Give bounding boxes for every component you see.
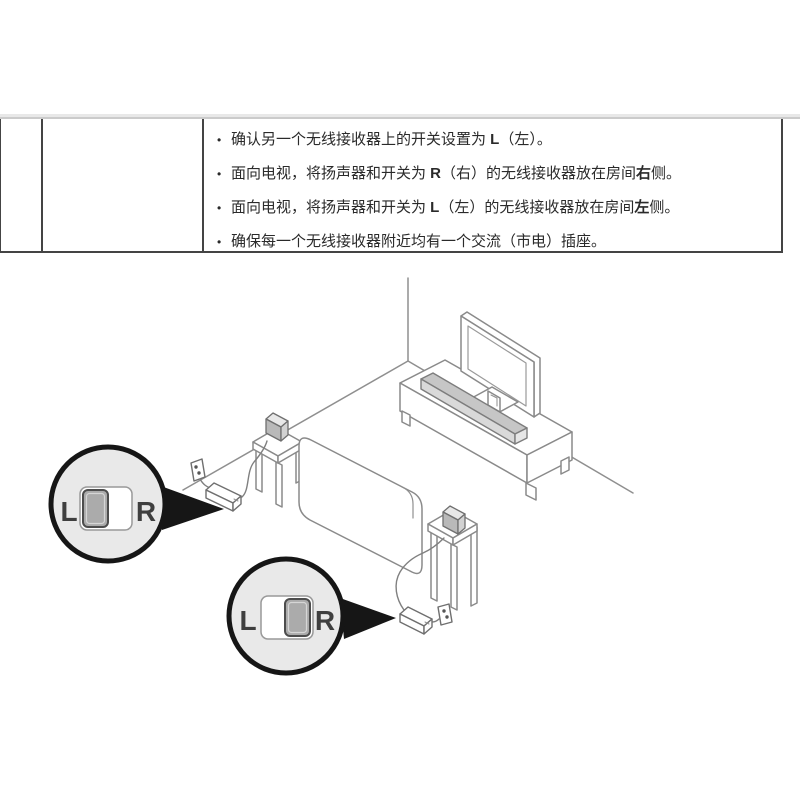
left-speaker-side bbox=[280, 420, 289, 442]
outlet-socket bbox=[197, 471, 201, 475]
speaker-cable-left bbox=[241, 440, 268, 498]
left-speaker-table bbox=[252, 412, 303, 508]
table-border-bottom bbox=[0, 251, 783, 253]
right-speaker-table bbox=[427, 505, 478, 611]
cabinet-side bbox=[526, 431, 573, 484]
bullet-marker: • bbox=[217, 201, 222, 215]
left-switch-callout: L R bbox=[48, 444, 224, 564]
switch-label-r: R bbox=[136, 496, 156, 527]
switch-knob-highlight bbox=[85, 492, 106, 525]
right-switch-callout: L R bbox=[226, 556, 396, 676]
bullet-marker: • bbox=[217, 167, 222, 181]
power-cord-right bbox=[431, 618, 440, 623]
tv-screen bbox=[467, 325, 527, 407]
outlet-socket bbox=[194, 465, 198, 469]
switch-label-r: R bbox=[315, 605, 335, 636]
callout-arrow-icon bbox=[158, 485, 224, 530]
table-leg bbox=[470, 526, 478, 607]
bullet-item: • 面向电视，将扬声器和开关为 L（左）的无线接收器放在房间左侧。 bbox=[204, 200, 790, 216]
receiver-detail bbox=[424, 621, 430, 625]
receiver-detail bbox=[233, 498, 239, 502]
sofa-body bbox=[298, 437, 423, 575]
bullet-item: • 确保每一个无线接收器附近均有一个交流（市电）插座。 bbox=[204, 234, 790, 250]
section-divider bbox=[0, 114, 800, 117]
bullet-item: • 面向电视，将扬声器和开关为 R（右）的无线接收器放在房间右侧。 bbox=[204, 166, 790, 182]
switch-knob-highlight bbox=[287, 601, 308, 634]
table-column-divider-1 bbox=[41, 119, 43, 253]
table-apron bbox=[452, 523, 478, 546]
wireless-receiver-left-end bbox=[232, 495, 242, 512]
right-speaker-side bbox=[457, 513, 466, 535]
section-divider-shadow bbox=[0, 117, 800, 119]
floor-line-left bbox=[182, 360, 409, 491]
bullet-text: 确保每一个无线接收器附近均有一个交流（市电）插座。 bbox=[231, 233, 607, 250]
bullet-marker: • bbox=[217, 235, 222, 249]
cabinet-leg bbox=[525, 482, 537, 501]
table-column-divider-2 bbox=[202, 119, 204, 253]
sofa-armrest-line bbox=[401, 486, 414, 519]
bullet-marker: • bbox=[217, 133, 222, 147]
outlet-socket bbox=[442, 609, 446, 613]
cabinet-leg bbox=[401, 410, 411, 427]
speaker-cable-right bbox=[395, 537, 445, 611]
bullet-text: 面向电视，将扬声器和开关为 L（左）的无线接收器放在房间左侧。 bbox=[231, 199, 680, 216]
callout-arrow-icon bbox=[340, 598, 396, 639]
wireless-receiver-right-end bbox=[423, 618, 433, 635]
switch-label-l: L bbox=[60, 496, 77, 527]
sofa bbox=[298, 437, 423, 575]
table-border-left bbox=[0, 119, 1, 253]
bullet-text: 面向电视，将扬声器和开关为 R（右）的无线接收器放在房间右侧。 bbox=[231, 165, 682, 182]
table-leg bbox=[275, 461, 283, 508]
switch-label-l: L bbox=[239, 605, 256, 636]
wall-outlet-left bbox=[190, 458, 206, 482]
right-receiver-group bbox=[395, 537, 453, 635]
bullet-item: • 确认另一个无线接收器上的开关设置为 L（左）。 bbox=[204, 132, 790, 148]
bullet-list: • 确认另一个无线接收器上的开关设置为 L（左）。 • 面向电视，将扬声器和开关为 R… bbox=[204, 120, 790, 268]
bullet-text: 确认另一个无线接收器上的开关设置为 L（左）。 bbox=[231, 131, 552, 148]
soundbar-end bbox=[514, 427, 528, 445]
soundbar bbox=[420, 372, 528, 445]
cabinet-leg bbox=[560, 456, 570, 475]
switch-knob-right-position bbox=[284, 598, 311, 637]
table-border-right bbox=[781, 119, 783, 253]
outlet-socket bbox=[445, 615, 449, 619]
tv-stand-neck-notch bbox=[490, 394, 498, 407]
table-leg bbox=[430, 530, 438, 602]
wall-outlet-right bbox=[437, 603, 453, 626]
table-leg bbox=[450, 543, 458, 611]
left-receiver-group bbox=[190, 440, 268, 512]
switch-knob-left-position bbox=[82, 489, 109, 528]
